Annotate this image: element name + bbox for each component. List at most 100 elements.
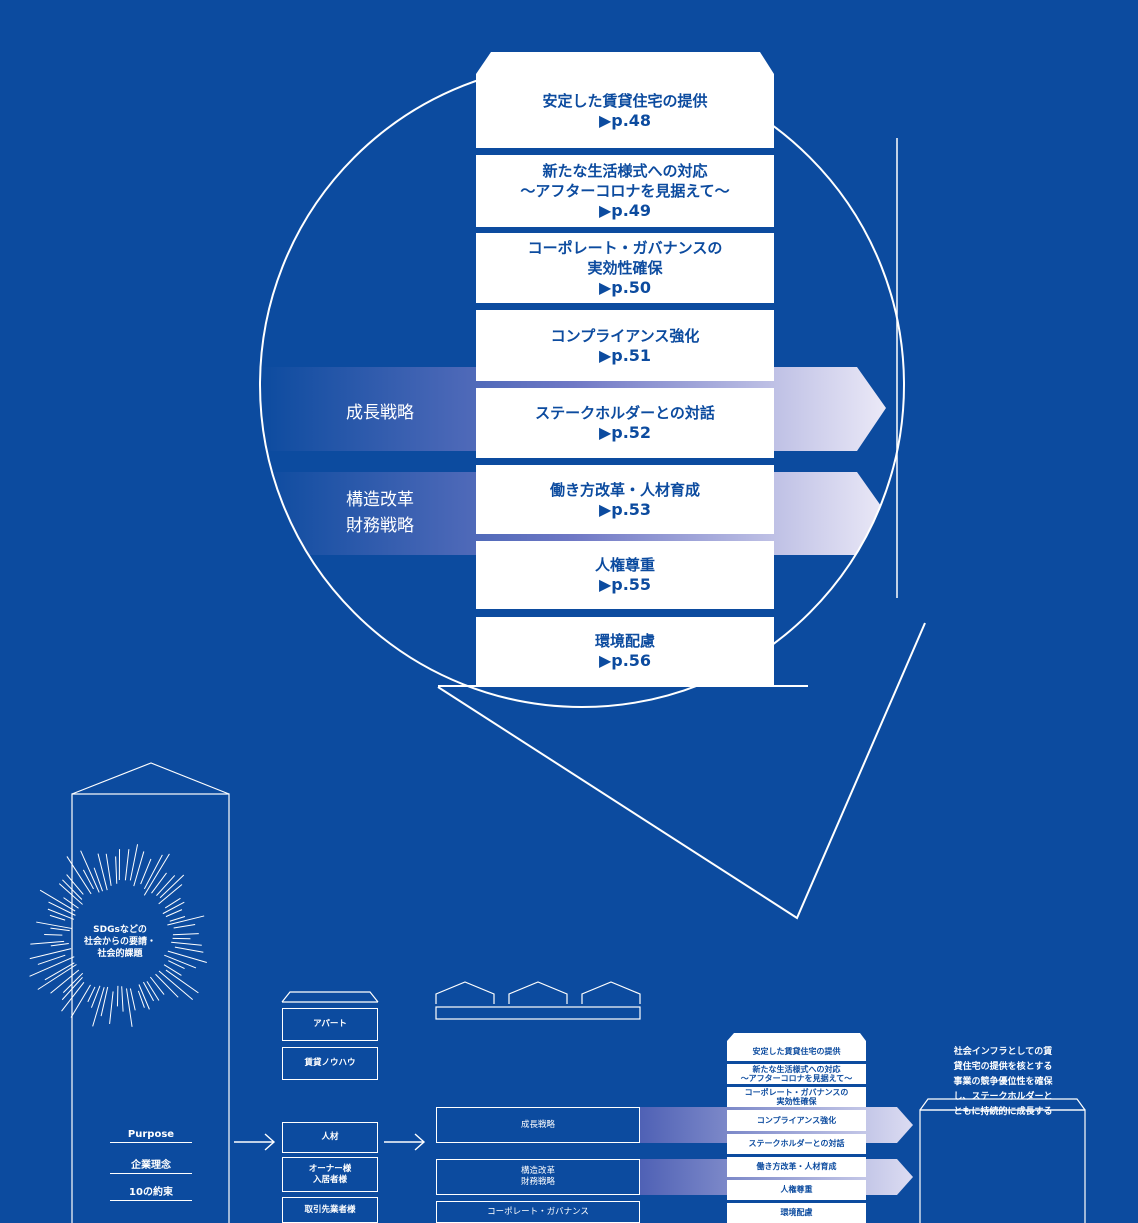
sunburst-ray [50, 969, 80, 994]
zoom-tile: 新たな生活様式への対応 〜アフターコロナを見据えて〜 ▶p.49 [476, 155, 774, 227]
outcome-roof [919, 1098, 1086, 1111]
sunburst-ray [62, 972, 84, 993]
zoom-tile-title: コーポレート・ガバナンスの 実効性確保 [527, 239, 723, 277]
small-tower-tile: コーポレート・ガバナンスの 実効性確保 [727, 1087, 866, 1108]
sunburst-ray [37, 964, 77, 990]
zoom-tile-title: 安定した賃貸住宅の提供 [542, 92, 708, 110]
zoom-tile-title: 働き方改革・人材育成 [549, 480, 700, 499]
strategy-structural-box: 構造改革 財務戦略 [436, 1159, 640, 1195]
sunburst-ray [92, 987, 105, 1027]
zoom-tile-page[interactable]: ▶p.53 [598, 499, 652, 519]
sunburst-ray [143, 854, 163, 890]
ten-promises: 10の約束 [110, 1183, 192, 1201]
sunburst-ray [124, 849, 130, 881]
corporate-philosophy: 企業理念 [110, 1156, 192, 1174]
sunburst-ray [146, 981, 160, 1001]
zoom-tile-page[interactable]: ▶p.56 [598, 651, 652, 670]
sunburst-ray [37, 954, 66, 965]
zoom-tile-page[interactable]: ▶p.50 [598, 278, 652, 297]
sunburst-ray [58, 883, 83, 905]
sunburst-ray [50, 943, 69, 947]
sunburst-ray [39, 889, 76, 912]
sunburst-ray [164, 897, 181, 909]
resource-item: アパート [282, 1008, 378, 1041]
zoom-tile: 働き方改革・人材育成 ▶p.53 [476, 465, 774, 534]
sunburst-ray [125, 988, 133, 1027]
resource-item: 人材 [282, 1122, 378, 1153]
strategy-growth-box: 成長戦略 [436, 1107, 640, 1143]
sunburst-ray [36, 921, 72, 929]
sunburst-ray [100, 986, 109, 1017]
sunburst-ray [158, 970, 194, 1000]
sunburst-ray [61, 981, 85, 1012]
resource-item: オーナー様 入居者様 [282, 1157, 378, 1192]
outcome-statement: 社会インフラとしての賃 貸住宅の提供を核とする 事業の競争優位性を確保 し、ステ… [953, 1047, 1053, 1117]
sunburst-ray [90, 985, 101, 1008]
zoom-tile-title: 新たな生活様式への対応 〜アフターコロナを見据えて〜 [520, 162, 730, 200]
sunburst-ray [66, 856, 92, 895]
zoom-tile-page[interactable]: ▶p.48 [598, 111, 652, 130]
sunburst-ray [87, 986, 96, 1003]
sunburst-ray [97, 853, 108, 891]
sunburst-icon [29, 844, 207, 1027]
sunburst-ray [174, 946, 204, 953]
zoom-band-structural-label: 構造改革 財務戦略 [346, 490, 414, 536]
sunburst-ray [29, 948, 72, 960]
sunburst-ray [44, 962, 75, 981]
sunburst-ray [129, 988, 136, 1011]
sunburst-ray [168, 960, 185, 969]
purpose-item: Purpose [110, 1129, 192, 1143]
small-tower-tile: コンプライアンス強化 [727, 1110, 866, 1131]
sunburst-ray [164, 954, 197, 969]
purpose-roof [71, 762, 230, 795]
sunburst-ray [44, 934, 63, 936]
sunburst-ray [129, 844, 139, 881]
sunburst-ray [137, 990, 145, 1008]
sunburst-ray [172, 933, 199, 936]
sunburst-ray [149, 976, 165, 995]
sunburst-ray [93, 867, 104, 892]
purpose-house [71, 793, 230, 1223]
zoom-tower-base-line [438, 685, 808, 687]
sunburst-ray [158, 884, 183, 905]
sunburst-ray [167, 915, 205, 926]
sunburst-ray [82, 869, 94, 890]
resource-item: 取引先業者様 [282, 1197, 378, 1223]
small-tower-tile: 働き方改革・人材育成 [727, 1156, 866, 1177]
zoom-tile-title: コンプライアンス強化 [550, 326, 700, 345]
zoom-tile-page[interactable]: ▶p.51 [598, 345, 652, 365]
sunburst-ray [66, 874, 84, 895]
small-tower-roof [727, 1033, 866, 1041]
sunburst-ray [142, 981, 155, 1002]
small-tower-tile: 新たな生活様式への対応 〜アフターコロナを見据えて〜 [727, 1064, 866, 1085]
small-tower-tile: ステークホルダーとの対話 [727, 1133, 866, 1154]
sunburst-ray [30, 940, 65, 945]
zoom-tile: コーポレート・ガバナンスの 実効性確保 ▶p.50 [476, 233, 774, 303]
zoom-tile-page[interactable]: ▶p.49 [598, 201, 652, 220]
sunburst-ray [49, 914, 66, 921]
arrow-icon [234, 1133, 426, 1151]
zoom-tile-page[interactable]: ▶p.52 [598, 423, 652, 442]
small-tower-tile: 安定した賃貸住宅の提供 [727, 1041, 866, 1062]
strategy-roofs [435, 981, 641, 1020]
sunburst-ray [165, 909, 183, 918]
sdgs-label: SDGsなどの 社会からの要請・ 社会的課題 [83, 925, 156, 959]
strategy-governance-box: コーポレート・ガバナンス [436, 1201, 640, 1223]
zoom-circle [259, 62, 905, 708]
zoom-tile-title: 環境配慮 [594, 632, 655, 650]
zoom-tile-page[interactable]: ▶p.55 [598, 575, 652, 594]
zoom-tile: コンプライアンス強化 ▶p.51 [476, 310, 774, 381]
outcome-box [919, 1109, 1086, 1223]
sunburst-ray [133, 851, 145, 887]
zoom-tile-title: ステークホルダーとの対話 [535, 404, 715, 422]
small-tower-tile: 環境配慮 [727, 1202, 866, 1223]
sunburst-ray [29, 956, 75, 977]
sunburst-ray [121, 986, 124, 1012]
sunburst-ray [105, 853, 112, 886]
sunburst-ray [155, 973, 179, 998]
sunburst-ray [138, 984, 150, 1010]
sunburst-ray [50, 927, 70, 932]
sunburst-ray [165, 969, 199, 994]
sunburst-ray [70, 984, 91, 1018]
resources-roof [281, 991, 379, 1003]
